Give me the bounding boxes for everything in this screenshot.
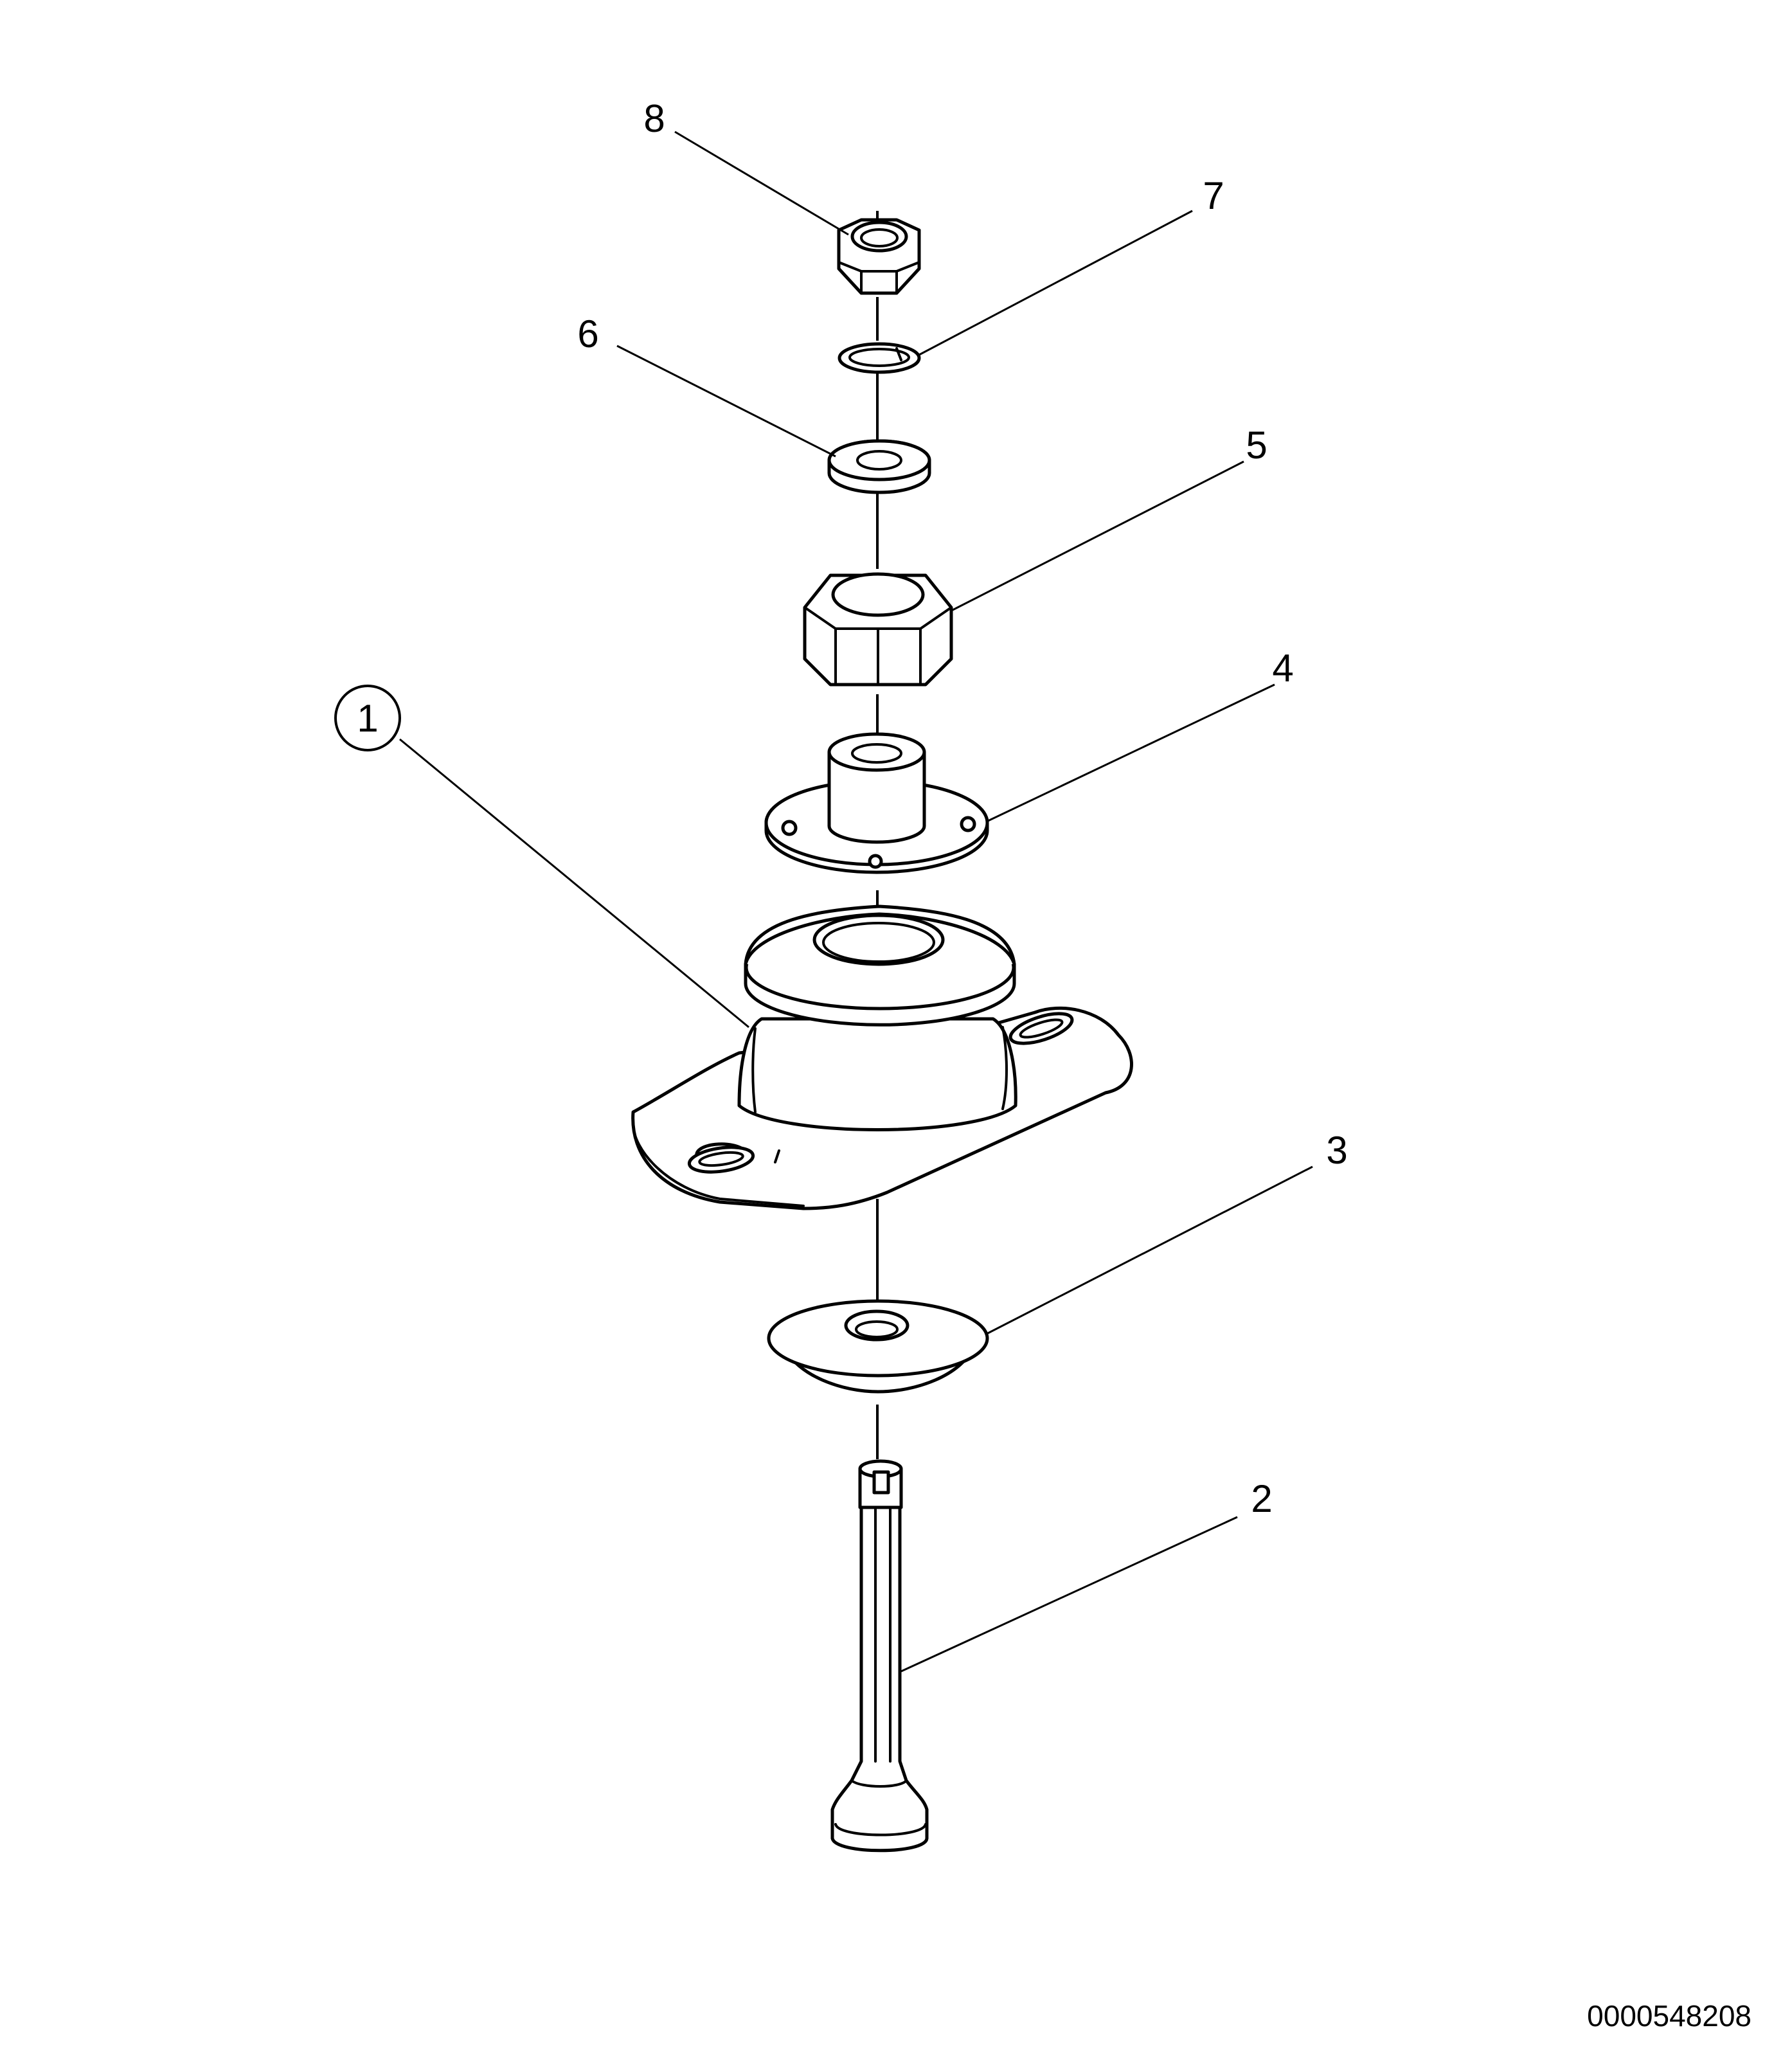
leader-2 bbox=[900, 1516, 1238, 1673]
part-6-flat-washer bbox=[827, 439, 931, 494]
callout-1: 1 bbox=[357, 697, 378, 740]
part-5-large-hex-nut bbox=[803, 572, 953, 687]
part-3-washer-cup bbox=[767, 1299, 989, 1394]
callout-3: 3 bbox=[1326, 1129, 1347, 1172]
leader-8 bbox=[674, 130, 849, 236]
callouts: 8 7 6 5 4 1 3 2 bbox=[334, 97, 1348, 1520]
leader-7 bbox=[917, 210, 1193, 357]
leader-6 bbox=[616, 345, 836, 458]
part-1-rubber-mount bbox=[631, 904, 1133, 1210]
part-2-bolt bbox=[830, 1459, 929, 1853]
part-4-flange-bushing bbox=[764, 732, 989, 874]
document-number: 0000548208 bbox=[1587, 1999, 1752, 2033]
callout-7: 7 bbox=[1203, 174, 1224, 217]
leader-1 bbox=[399, 738, 749, 1028]
callout-4: 4 bbox=[1272, 647, 1293, 690]
callout-2: 2 bbox=[1251, 1477, 1272, 1520]
part-7-lock-washer bbox=[838, 342, 921, 374]
callout-1-circle bbox=[334, 685, 401, 751]
part-8-hex-nut bbox=[837, 218, 921, 295]
leader-3 bbox=[986, 1165, 1313, 1335]
leader-5 bbox=[951, 460, 1244, 612]
callout-5: 5 bbox=[1246, 424, 1267, 467]
leader-lines bbox=[399, 130, 1313, 1673]
callout-8: 8 bbox=[643, 97, 665, 140]
leader-4 bbox=[986, 683, 1275, 823]
callout-6: 6 bbox=[577, 312, 598, 355]
